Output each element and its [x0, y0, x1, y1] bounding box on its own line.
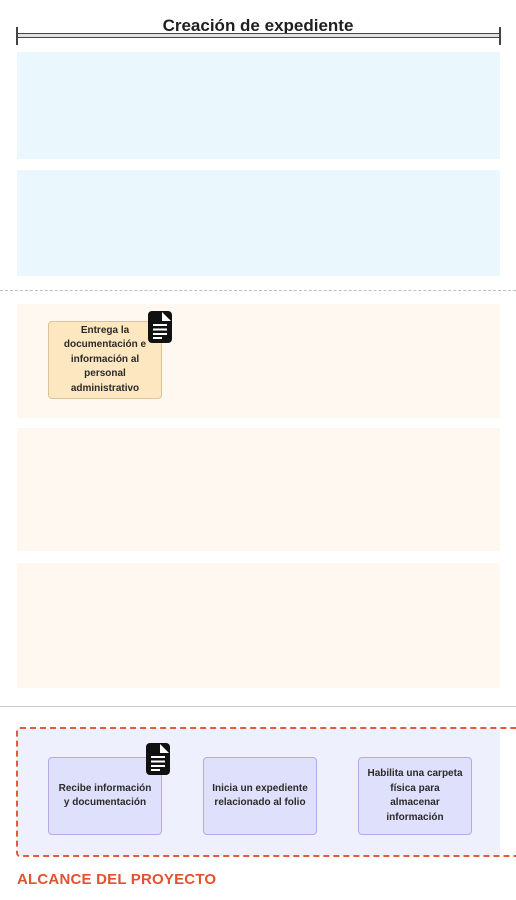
bracket-left-end [16, 27, 18, 45]
section-separator [0, 706, 516, 707]
document-icon [146, 743, 170, 775]
lane-cyan-2 [17, 170, 500, 276]
card-entrega-documentacion[interactable]: Entrega la documentación e información a… [48, 321, 162, 399]
bracket-right-end [499, 27, 501, 45]
timeline-bracket [17, 33, 501, 38]
card-recibe-informacion[interactable]: Recibe información y documentación [48, 757, 162, 835]
lane-cyan-1 [17, 52, 500, 159]
document-icon [148, 311, 172, 343]
card-label: Entrega la documentación e información a… [63, 324, 147, 394]
project-scope-box [16, 727, 516, 857]
card-habilita-carpeta[interactable]: Habilita una carpeta física para almacen… [358, 757, 472, 835]
project-scope-label: ALCANCE DEL PROYECTO [17, 871, 217, 888]
lane-peach-2 [17, 428, 500, 551]
card-label: Inicia un expediente relacionado al foli… [212, 782, 308, 809]
lane-peach-3 [17, 563, 500, 688]
card-label: Recibe información y documentación [58, 782, 152, 809]
card-inicia-expediente[interactable]: Inicia un expediente relacionado al foli… [203, 757, 317, 835]
page-title: Creación de expediente [162, 16, 354, 35]
dashed-separator [0, 290, 516, 291]
card-label: Habilita una carpeta física para almacen… [367, 768, 463, 823]
